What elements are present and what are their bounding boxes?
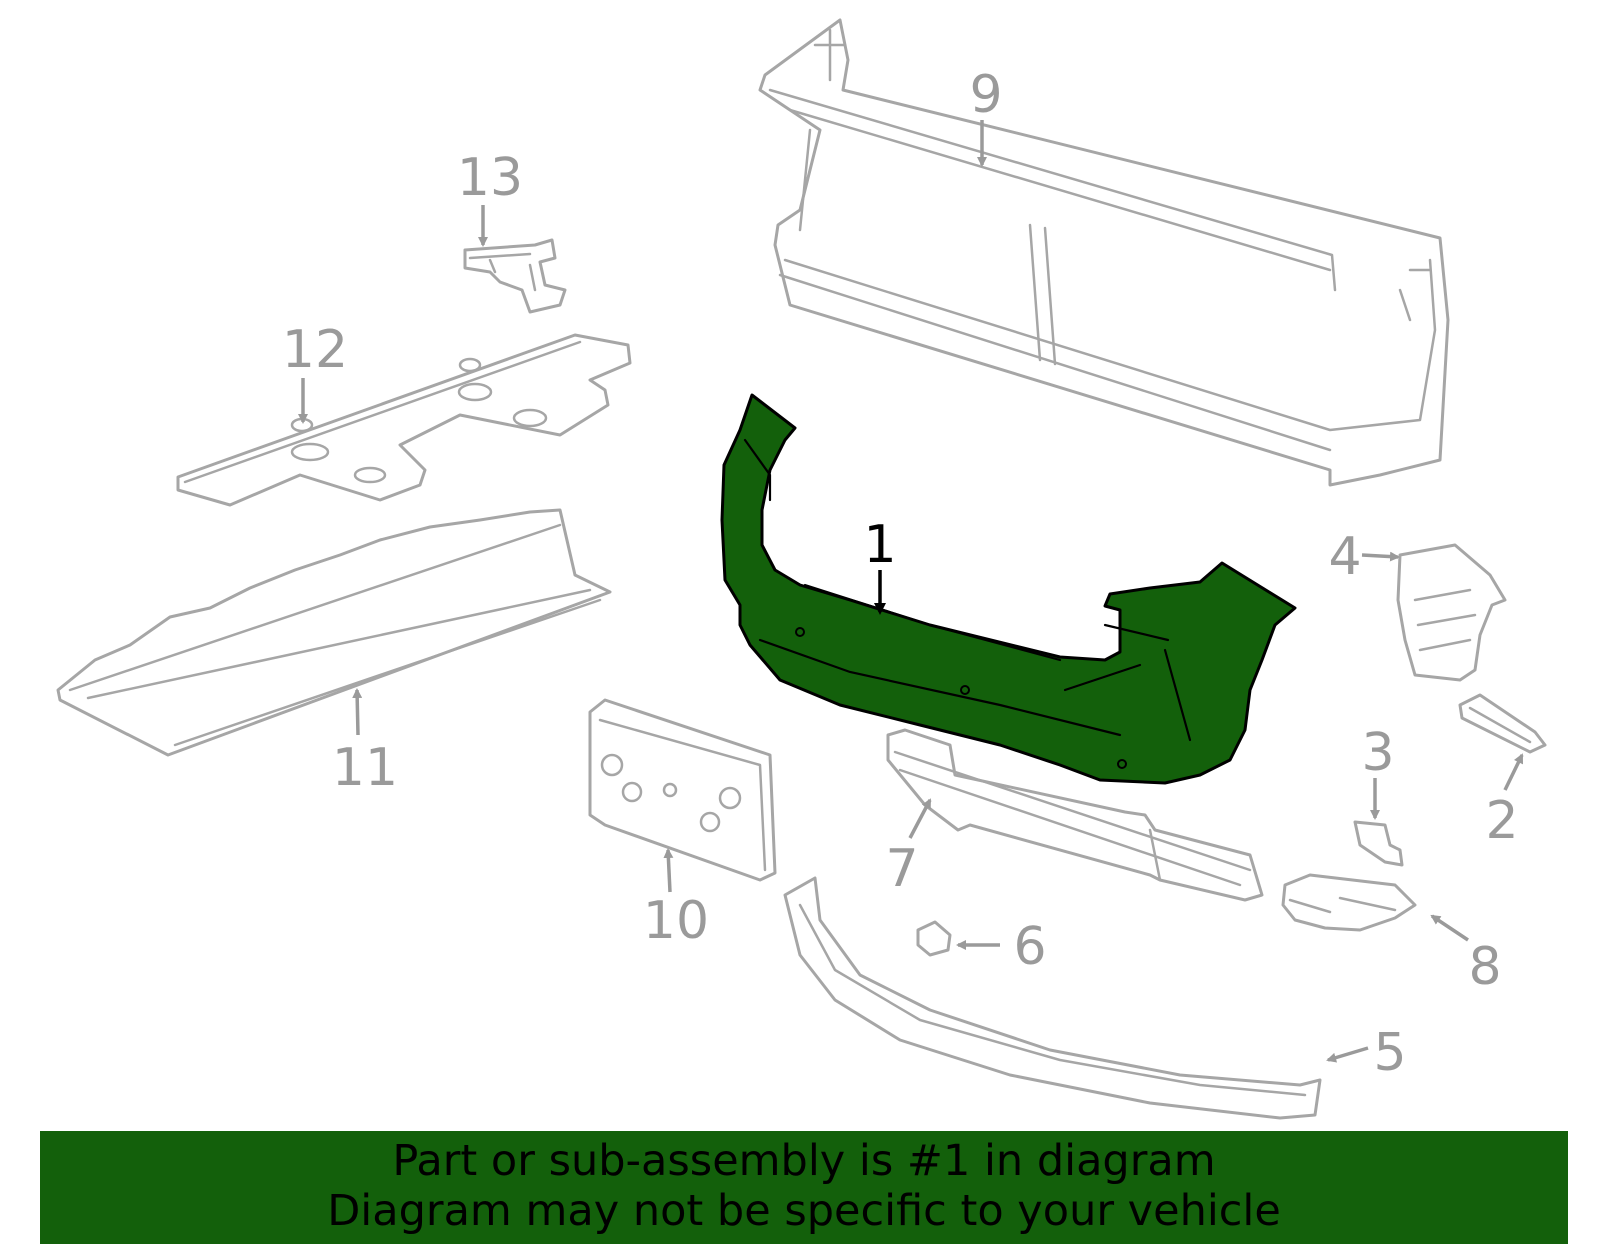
banner-line-2: Diagram may not be specific to your vehi…	[327, 1186, 1281, 1236]
part-13-bracket	[463, 238, 567, 314]
callout-8-label: 8	[1468, 937, 1501, 997]
banner-line-1: Part or sub-assembly is #1 in diagram	[392, 1136, 1216, 1186]
part-11-lower-shield	[56, 508, 612, 757]
part-1-bumper-cover	[720, 393, 1297, 785]
callout-1-label: 1	[863, 515, 896, 575]
callout-4-label: 4	[1328, 527, 1361, 587]
part-5-lower-valance	[783, 876, 1322, 1120]
callout-5-label: 5	[1373, 1023, 1406, 1083]
callout-6: 6	[956, 917, 1047, 977]
callout-9-label: 9	[969, 65, 1002, 125]
callout-7: 7	[885, 798, 932, 899]
callout-9: 9	[969, 65, 1003, 167]
callout-11-label: 11	[332, 738, 398, 798]
callout-6-label: 6	[1013, 917, 1046, 977]
callout-1: 1	[863, 515, 897, 615]
callout-2-label: 2	[1485, 791, 1518, 851]
callout-13: 13	[457, 148, 523, 247]
callout-7-label: 7	[885, 839, 918, 899]
callout-11: 11	[332, 688, 398, 798]
part-10-plate-bracket	[588, 698, 777, 882]
callout-4: 4	[1328, 527, 1400, 587]
part-7-impact-bar	[886, 728, 1264, 902]
callout-10: 10	[643, 848, 709, 951]
callout-8: 8	[1430, 914, 1502, 997]
callout-12: 12	[282, 320, 348, 424]
callout-2: 2	[1485, 753, 1524, 851]
part-3-clip	[1353, 820, 1404, 867]
callout-10-label: 10	[643, 891, 709, 951]
part-8-lower-bracket	[1281, 873, 1417, 932]
callout-12-label: 12	[282, 320, 348, 380]
part-6-clip	[916, 920, 952, 957]
callout-13-label: 13	[457, 148, 523, 208]
callout-3-label: 3	[1361, 723, 1394, 783]
callout-5: 5	[1326, 1023, 1407, 1083]
part-4-side-bracket	[1396, 543, 1507, 682]
part-12-upper-shield	[176, 333, 632, 507]
part-9-radiator-support	[758, 18, 1450, 487]
part-2-small-bracket	[1458, 693, 1547, 754]
callout-3: 3	[1361, 723, 1395, 820]
info-banner: Part or sub-assembly is #1 in diagram Di…	[40, 1131, 1568, 1244]
